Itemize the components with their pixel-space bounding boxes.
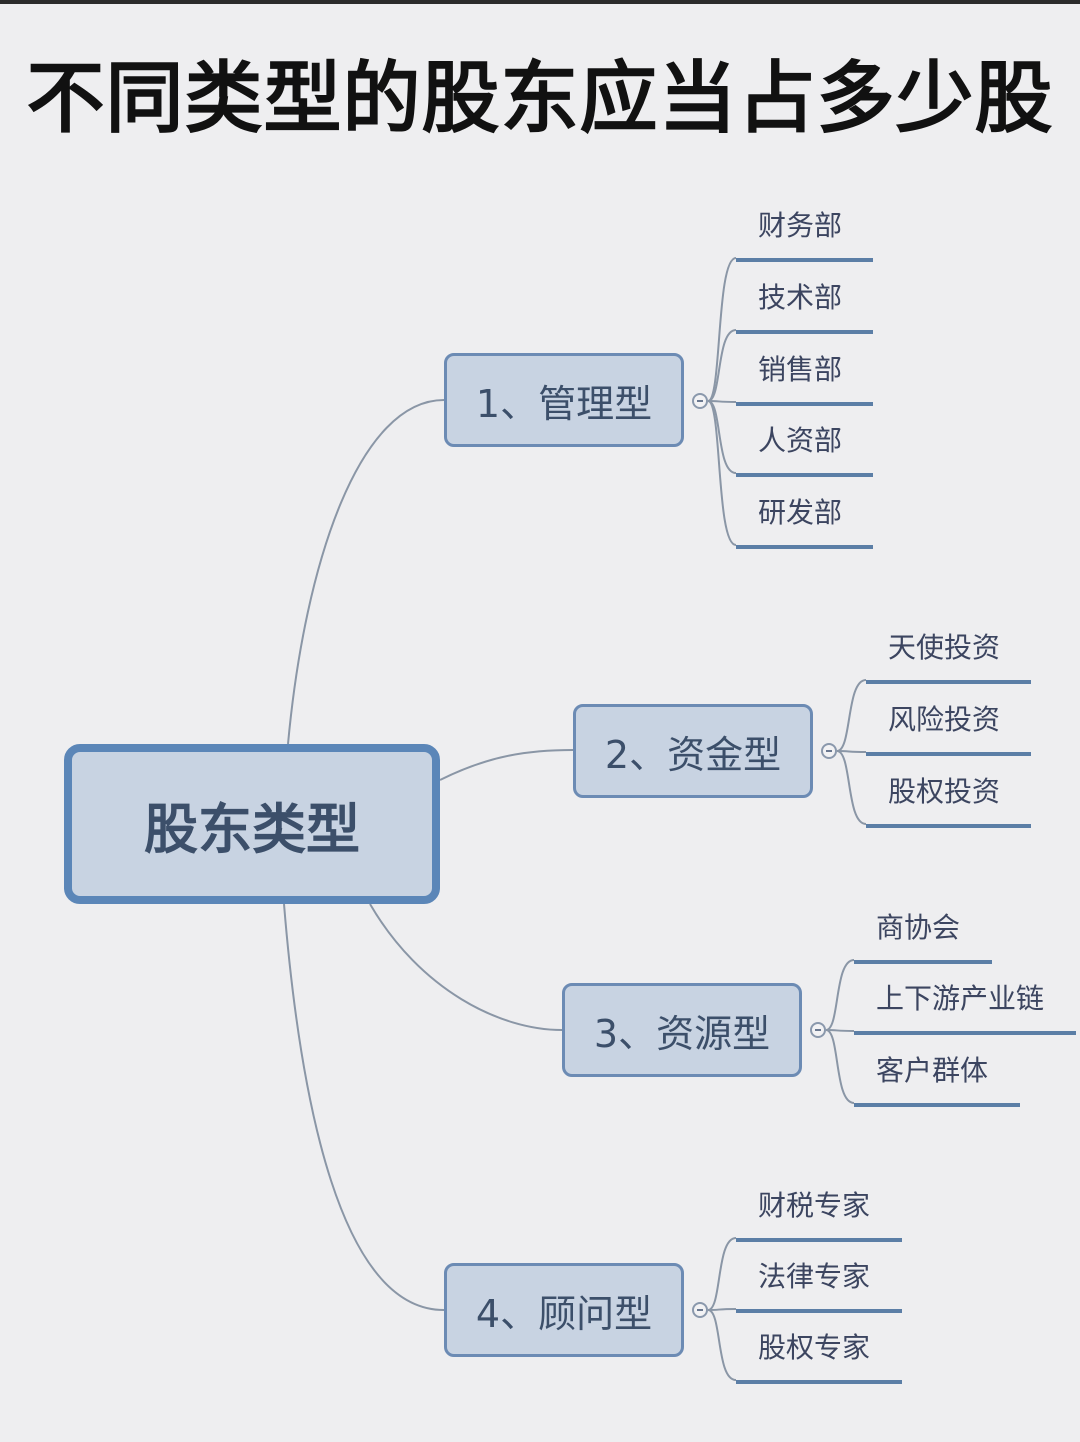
link-cat1-leaf4 <box>707 400 737 474</box>
leaf-node[interactable]: 财务部 <box>736 192 873 262</box>
leaf-node[interactable]: 上下游产业链 <box>854 965 1076 1035</box>
leaf-node[interactable]: 风险投资 <box>866 686 1031 756</box>
link-root-cat4 <box>283 903 445 1311</box>
page-title: 不同类型的股东应当占多少股 <box>26 54 1054 144</box>
leaf-node[interactable]: 客户群体 <box>854 1037 1020 1107</box>
leaf-node[interactable]: 股权投资 <box>866 758 1031 828</box>
link-cat4-leaf1 <box>707 1237 737 1311</box>
leaf-node[interactable]: 销售部 <box>736 336 873 406</box>
leaf-node[interactable]: 股权专家 <box>736 1314 902 1384</box>
link-root-cat1 <box>287 399 445 745</box>
collapse-toggle-icon[interactable] <box>692 393 708 409</box>
link-cat3-leaf2 <box>825 1029 855 1032</box>
link-cat3-leaf3 <box>825 1029 855 1104</box>
link-cat4-leaf2 <box>707 1308 737 1311</box>
leaf-node[interactable]: 财税专家 <box>736 1172 902 1242</box>
link-root-cat3 <box>369 903 563 1031</box>
leaf-node[interactable]: 商协会 <box>854 894 992 964</box>
link-cat2-leaf1 <box>836 679 867 752</box>
link-cat3-leaf1 <box>825 959 855 1031</box>
link-cat2-leaf2 <box>836 750 867 753</box>
leaf-node[interactable]: 研发部 <box>736 479 873 549</box>
top-edge-bar <box>0 0 1080 4</box>
link-cat1-leaf2 <box>707 329 737 402</box>
collapse-toggle-icon[interactable] <box>692 1302 708 1318</box>
link-root-cat2 <box>439 749 574 781</box>
leaf-node[interactable]: 技术部 <box>736 264 873 334</box>
link-cat1-leaf3 <box>707 400 737 403</box>
category-node-resource[interactable]: 3、资源型 <box>562 983 802 1077</box>
root-node[interactable]: 股东类型 <box>64 744 440 904</box>
category-node-capital[interactable]: 2、资金型 <box>573 704 813 798</box>
collapse-toggle-icon[interactable] <box>810 1022 826 1038</box>
link-cat1-leaf5 <box>707 400 737 546</box>
leaf-node[interactable]: 人资部 <box>736 407 873 477</box>
collapse-toggle-icon[interactable] <box>821 743 837 759</box>
category-node-management[interactable]: 1、管理型 <box>444 353 684 447</box>
link-cat4-leaf3 <box>707 1309 737 1381</box>
leaf-node[interactable]: 天使投资 <box>866 614 1031 684</box>
link-cat1-leaf1 <box>707 257 737 402</box>
link-cat2-leaf3 <box>836 750 867 825</box>
leaf-node[interactable]: 法律专家 <box>736 1243 902 1313</box>
category-node-advisor[interactable]: 4、顾问型 <box>444 1263 684 1357</box>
